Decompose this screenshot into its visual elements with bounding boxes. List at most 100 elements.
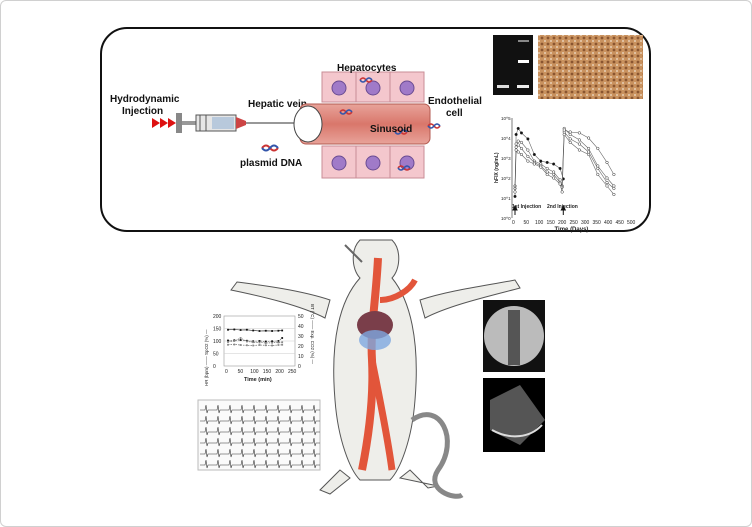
ecg-lead-line [200,437,320,447]
y-tick-label-right: 50 [298,314,304,320]
data-point [239,337,242,339]
data-point [577,148,581,152]
x-tick-label: 50 [524,220,530,226]
x-tick-label: 200 [558,220,567,226]
data-point [271,344,273,347]
data-point [264,329,267,332]
data-point [246,340,248,343]
data-point [539,165,543,169]
data-point [545,170,549,174]
data-point [526,137,530,141]
data-point [271,341,273,344]
data-point [252,329,255,332]
x-tick-label: 100 [250,369,259,375]
data-point [252,341,255,344]
data-point [281,341,284,344]
series-line-HR [227,337,283,344]
data-point [264,340,267,343]
x-tick-label: 150 [547,220,556,226]
data-point [227,341,229,343]
data-point [281,343,284,346]
y-tick-label: 10^4 [501,136,511,141]
plasmid-dna-icon [261,144,279,152]
x-axis-title: Time (min) [244,377,272,383]
data-point [545,160,549,164]
data-point [233,343,236,346]
data-point [246,344,248,347]
data-point [258,344,261,346]
data-point [264,344,267,347]
data-point [596,172,600,177]
x-tick-label: 0 [225,369,228,375]
x-tick-label: 250 [570,220,579,226]
data-point [558,182,562,186]
y-tick-label: 10^1 [501,196,511,201]
data-point [258,330,261,332]
data-point [605,184,609,188]
y-tick-label-left: 50 [213,352,219,358]
data-point [513,190,517,194]
y-tick-label-right: 10 [298,354,304,360]
x-tick-label: 150 [263,369,272,375]
data-point [552,162,556,166]
hydrodynamic-label: Hydrodynamic Injection [110,94,182,117]
data-point [516,143,520,147]
data-point [516,150,520,154]
data-point [516,126,520,131]
x-axis-title: Time (Days) [555,227,589,233]
data-point [526,148,530,152]
mouse-illustration [230,239,521,499]
data-point [532,152,536,157]
data-point [264,342,267,344]
data-point [562,128,566,132]
second-injection-label: 2nd Injection [547,204,578,210]
data-point [514,132,518,137]
x-tick-label: 450 [616,220,625,226]
x-tick-label: 250 [288,369,297,375]
data-point [577,142,581,146]
x-tick-label: 400 [604,220,613,226]
ultrasound-image [483,378,545,452]
series-line-Exp. CO2 [227,344,283,346]
data-point [519,140,523,144]
y-tick-label: 10^5 [501,116,511,121]
liver-sinusoid-illustration [293,71,441,179]
x-tick-label: 350 [593,220,602,226]
data-point [605,160,609,164]
data-point [277,341,280,344]
data-point [568,132,572,137]
data-point [239,339,242,341]
data-point [271,340,273,343]
data-point [587,150,591,154]
first-injection-label: 1st Injection [512,204,541,210]
y-tick-label-left: 100 [213,339,222,345]
data-point [568,130,572,134]
data-point [612,184,616,188]
data-point [605,180,609,184]
ecg-lead-line [200,426,320,436]
data-point [587,136,591,140]
data-point [587,152,591,157]
ecg-lead-line [200,459,320,469]
data-point [545,166,549,171]
series-line-BT [227,337,283,342]
ecg-lead-line [200,448,320,458]
data-point [277,340,280,342]
x-tick-label: 200 [275,369,284,375]
data-point [233,340,236,342]
x-tick-label: 0 [512,220,515,226]
ecg-trace [197,399,321,471]
data-point [526,159,530,163]
data-point [560,190,564,194]
y-tick-label-left: 200 [213,314,222,320]
data-point [526,154,530,158]
data-point [545,172,549,177]
xray-image [483,300,545,372]
data-point [239,329,242,331]
data-point [277,329,280,332]
plasmid-dna-label: plasmid DNA [240,158,302,169]
x-tick-label: 500 [627,220,636,226]
x-tick-label: 300 [581,220,590,226]
